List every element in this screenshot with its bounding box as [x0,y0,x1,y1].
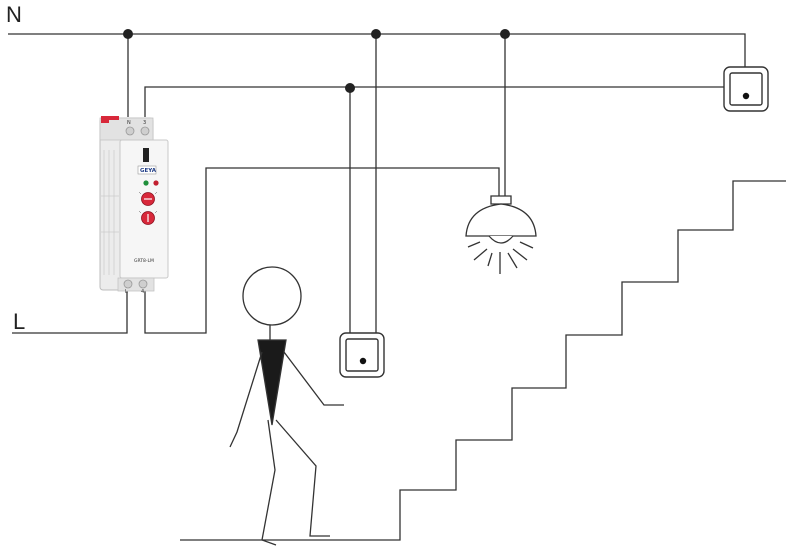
person-torso [257,339,287,426]
relay-model: GRT8-LM [134,258,154,264]
relay-bottom-terminal-label: 4 [141,289,144,295]
neutral-line-label: N [6,2,22,27]
relay-bottom-terminal-label: L [125,289,128,295]
wires [8,33,746,334]
switch-common-wire [144,86,724,117]
junction-dots [123,29,510,93]
relay-top-terminal-label: 3 [143,120,146,126]
person-head [242,266,302,326]
live-line-label: L [13,309,26,334]
ceiling-lamp-icon [465,195,537,274]
junction-dot [123,29,133,39]
staircase-icon [180,180,786,541]
relay-top-terminal-label: N [127,120,131,126]
junction-dot [371,29,381,39]
junction-dot [345,83,355,93]
push-button-icon [723,66,769,112]
relay-output-wire [144,167,500,334]
person-icon [229,266,344,546]
relay-brand: GEYA [140,168,157,174]
push-button-icon [339,332,385,378]
junction-dot [500,29,510,39]
timer-relay-icon: N 3 GEYA GRT8-LM L 4 [99,116,169,295]
live-wire [12,288,128,334]
neutral-wire [8,33,746,70]
